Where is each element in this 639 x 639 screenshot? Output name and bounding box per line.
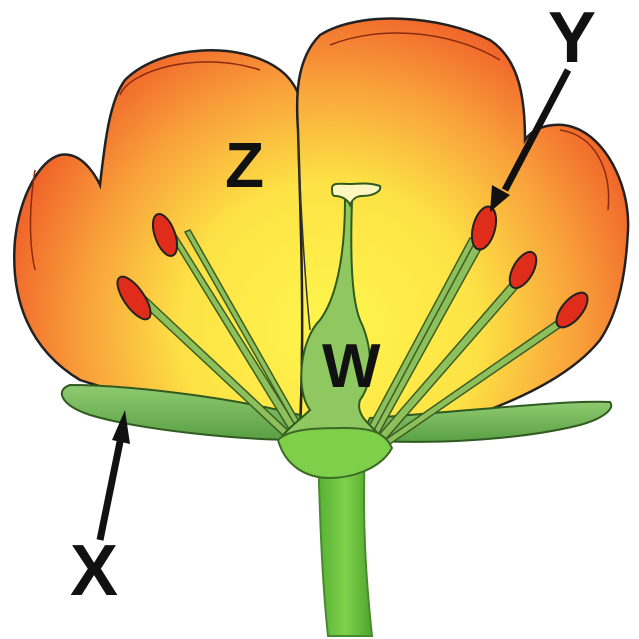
label-w: W: [322, 332, 381, 401]
label-z: Z: [225, 129, 264, 201]
receptacle: [278, 428, 392, 478]
label-y: Y: [548, 0, 596, 78]
label-x: X: [70, 531, 118, 611]
arrow-x: [100, 410, 130, 540]
